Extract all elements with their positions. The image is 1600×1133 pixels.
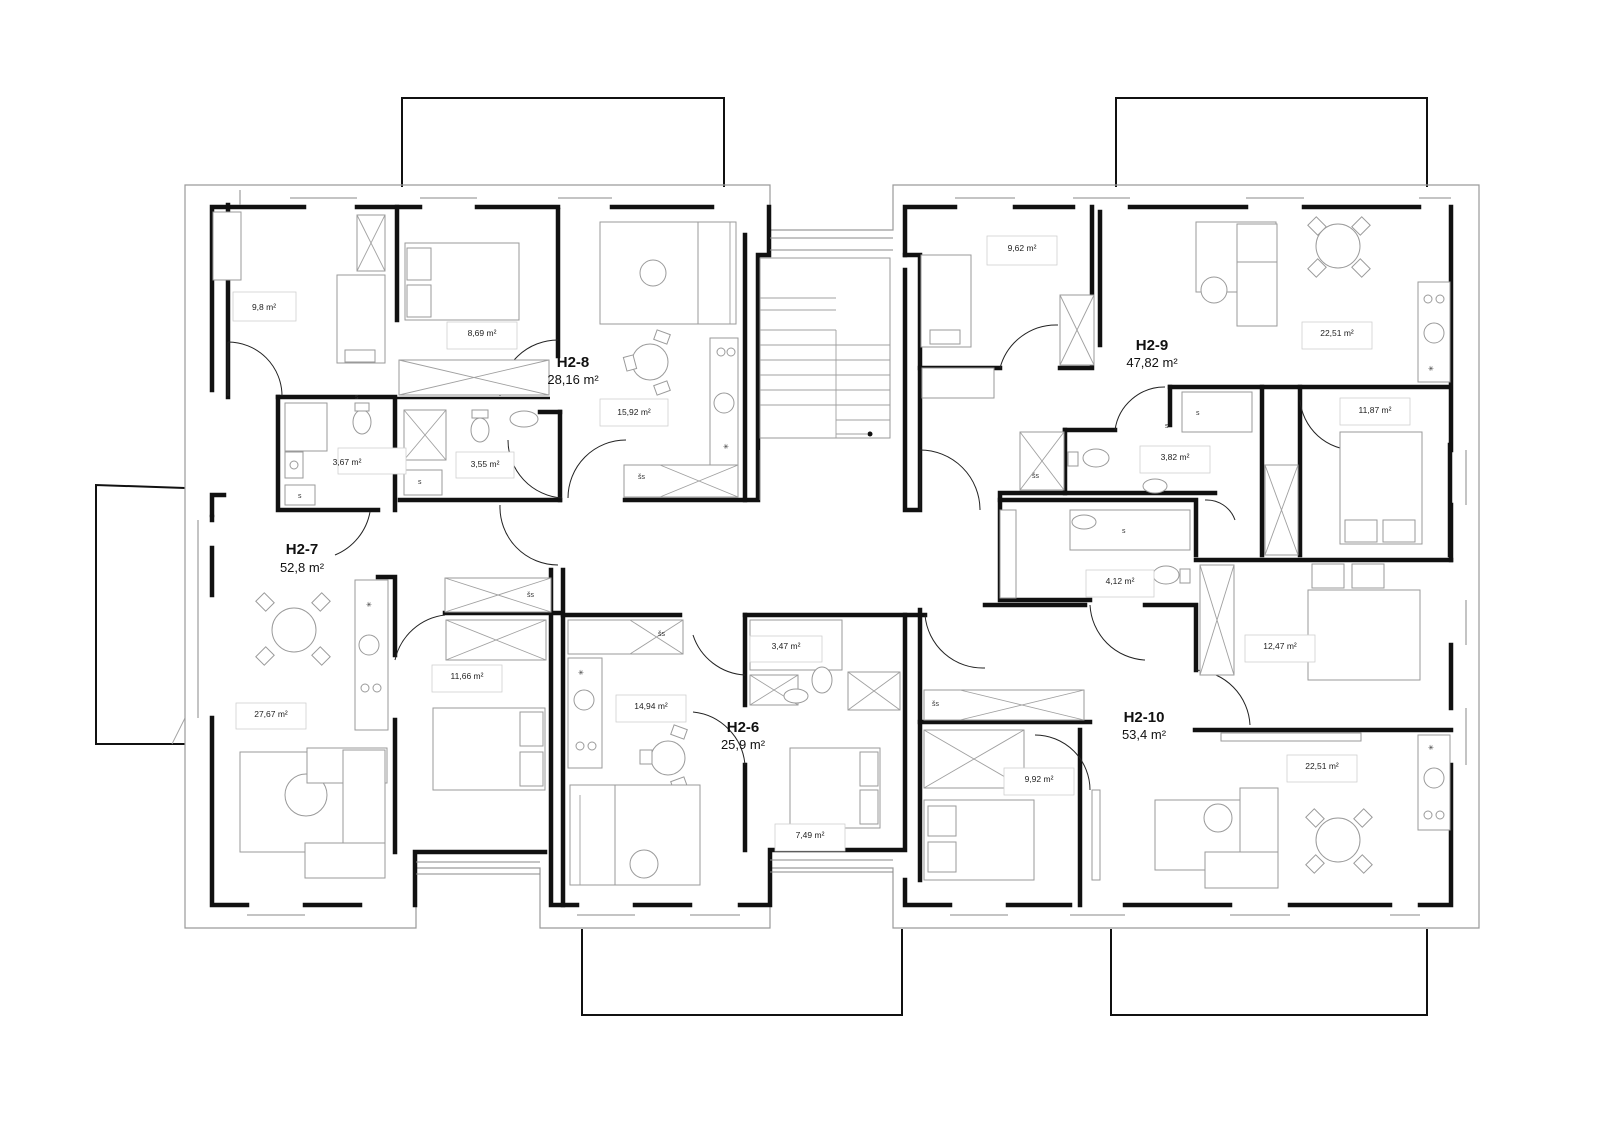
room-h2-10-bathroom: 4,12 m² xyxy=(1106,576,1135,586)
balconies xyxy=(95,97,1428,1016)
hob-icon: ✳ xyxy=(1428,744,1434,752)
sink-icon xyxy=(509,410,539,428)
windows xyxy=(197,190,1467,916)
walls xyxy=(209,202,1454,908)
dining-table-icon xyxy=(271,607,317,653)
balcony-top-left xyxy=(401,97,725,187)
room-h2-6-bathroom: 3,47 m² xyxy=(772,641,801,651)
dining-table-icon xyxy=(1315,223,1361,269)
toilet-icon xyxy=(352,409,372,435)
apartment-h2-10-title: H2-10 xyxy=(1124,709,1165,726)
washer-tag: s xyxy=(1122,528,1126,535)
hob-icon: ✳ xyxy=(366,601,372,609)
apartment-h2-6-area: 25,9 m² xyxy=(721,737,766,752)
dining-table-icon xyxy=(650,740,686,776)
kitchen-counter xyxy=(567,657,603,769)
hob-icon: ✳ xyxy=(723,443,729,451)
shower-tag: šs xyxy=(638,474,646,481)
toilet-icon xyxy=(1082,448,1110,468)
room-h2-7-bathroom: 3,67 m² xyxy=(333,457,362,467)
room-h2-8-bedroom: 8,69 m² xyxy=(468,328,497,338)
shower-tag: šs xyxy=(1032,473,1040,480)
washer-tag: s xyxy=(1196,410,1200,417)
room-h2-7-bedroom-b: 11,66 m² xyxy=(451,671,484,681)
room-h2-9-bathroom: 3,82 m² xyxy=(1161,452,1190,462)
washer-tag: s xyxy=(355,394,359,401)
toilet-icon xyxy=(811,666,833,694)
room-h2-10-bedroom-b: 9,92 m² xyxy=(1025,774,1054,784)
shower-tag: šs xyxy=(527,592,535,599)
sofa-icon xyxy=(569,784,616,886)
toilet-icon xyxy=(1152,565,1180,585)
room-h2-10-living: 22,51 m² xyxy=(1305,761,1339,771)
room-h2-6-living: 14,94 m² xyxy=(634,701,668,711)
washer-tag: s xyxy=(418,479,422,486)
apartment-h2-8-area: 28,16 m² xyxy=(547,372,599,387)
sink-icon xyxy=(783,688,809,704)
hob-icon: ✳ xyxy=(1428,365,1434,373)
doors xyxy=(227,324,1356,791)
balcony-bottom-right xyxy=(1110,929,1428,1016)
room-h2-9-bedroom-b: 11,87 m² xyxy=(1359,405,1392,415)
apartment-h2-9-area: 47,82 m² xyxy=(1126,355,1178,370)
washer-tag: s xyxy=(1165,423,1169,430)
bed-icon xyxy=(1307,589,1421,681)
bed-icon xyxy=(336,274,386,364)
room-labels: 9,8 m² 8,69 m² 3,67 m² 3,55 m² 15,92 m² … xyxy=(252,243,1392,840)
apartment-h2-10-area: 53,4 m² xyxy=(1122,727,1167,742)
balcony-top-right xyxy=(1115,97,1428,187)
apartment-h2-7-area: 52,8 m² xyxy=(280,560,325,575)
room-h2-6-bedroom: 7,49 m² xyxy=(796,830,825,840)
balcony-left xyxy=(95,483,186,745)
room-h2-7-bedroom: 9,8 m² xyxy=(252,302,276,312)
shower-tag: šs xyxy=(932,701,940,708)
room-h2-7-living: 27,67 m² xyxy=(254,709,288,719)
kitchen-counter xyxy=(1417,281,1451,383)
staircase xyxy=(759,257,891,439)
shower-tag: šs xyxy=(658,631,666,638)
apartment-h2-7-title: H2-7 xyxy=(286,541,319,558)
toilet-icon xyxy=(470,417,490,443)
room-h2-10-bedroom-a: 12,47 m² xyxy=(1263,641,1297,651)
balcony-bottom-middle xyxy=(581,929,903,1016)
washer-tag: s xyxy=(298,493,302,500)
apartment-h2-9-title: H2-9 xyxy=(1136,337,1169,354)
room-h2-9-bedroom-a: 9,62 m² xyxy=(1008,243,1037,253)
room-h2-8-living: 15,92 m² xyxy=(617,407,651,417)
fixture-tags: šs šs šs šs šs s s s s s s xyxy=(298,394,1200,708)
furniture: ✳ ✳ ✳ ✳ ✳ xyxy=(212,211,1451,889)
apartment-h2-8-title: H2-8 xyxy=(557,354,590,371)
apartment-labels: H2-7 52,8 m² H2-8 28,16 m² H2-9 47,82 m²… xyxy=(280,337,1178,752)
apartment-h2-6-title: H2-6 xyxy=(727,719,760,736)
dining-table-icon xyxy=(631,343,669,381)
room-h2-8-bathroom: 3,55 m² xyxy=(471,459,500,469)
sink-icon xyxy=(1142,478,1168,494)
room-h2-9-living: 22,51 m² xyxy=(1320,328,1354,338)
dining-table-icon xyxy=(1315,817,1361,863)
hob-icon: ✳ xyxy=(578,669,584,677)
sink-icon xyxy=(1071,514,1097,530)
